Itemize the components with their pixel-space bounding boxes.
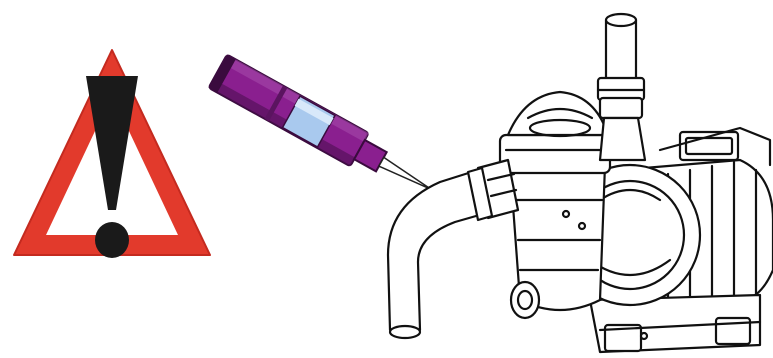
- outlet-pipe: [596, 12, 647, 162]
- suction-pipe: [386, 168, 492, 332]
- strainer-basket: [508, 163, 607, 320]
- pool-pump-illustration: [386, 12, 773, 354]
- exclamation-mark-icon: [86, 76, 138, 258]
- strainer-lid: [498, 90, 612, 175]
- warning-triangle-icon: [13, 49, 211, 258]
- inlet-union: [466, 158, 520, 222]
- pump-base: [588, 293, 762, 354]
- sealant-tube-icon: [208, 54, 432, 191]
